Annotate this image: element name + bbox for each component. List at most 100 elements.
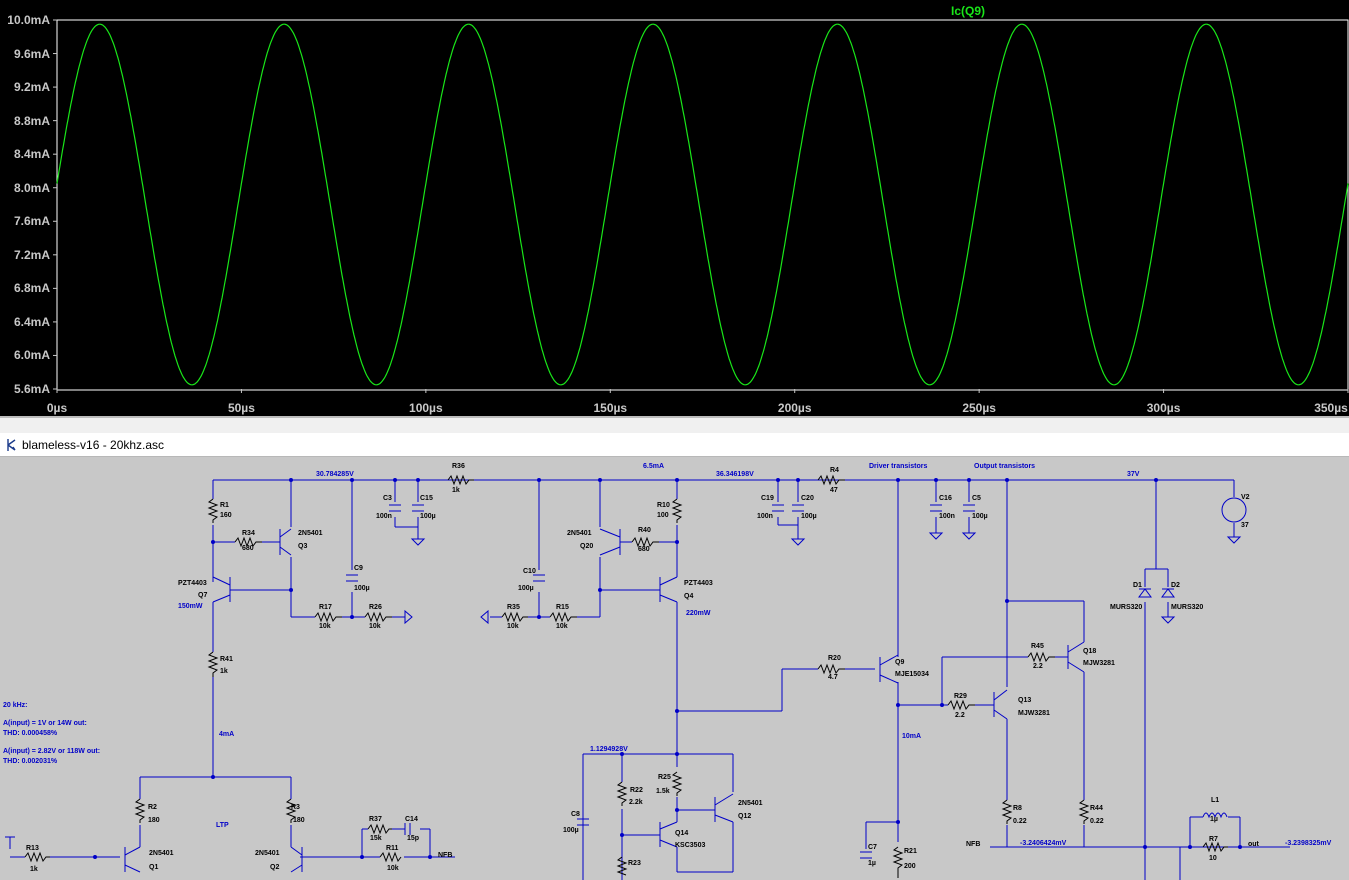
component-q20-value[interactable]: Q20 bbox=[580, 543, 593, 550]
component-c8-value[interactable]: 100µ bbox=[563, 827, 579, 834]
component-q18-name[interactable]: Q18 bbox=[1083, 648, 1096, 655]
component-c20-value[interactable]: 100µ bbox=[801, 513, 817, 520]
component-r34-name[interactable]: R34 bbox=[242, 530, 255, 537]
component-r8-name[interactable]: R8 bbox=[1013, 805, 1022, 812]
component-q1-name[interactable]: 2N5401 bbox=[149, 850, 174, 857]
component-r11-name[interactable]: R11 bbox=[386, 845, 399, 852]
component-r22-name[interactable]: R22 bbox=[630, 787, 643, 794]
component-c7-value[interactable]: 1µ bbox=[868, 860, 876, 867]
component-c3-value[interactable]: 100n bbox=[376, 513, 392, 520]
component-c9-value[interactable]: 100µ bbox=[354, 585, 370, 592]
component-r3-name[interactable]: R3 bbox=[291, 804, 300, 811]
component-d1-name[interactable]: D1 bbox=[1133, 582, 1142, 589]
component-r22-value[interactable]: 2.2k bbox=[629, 799, 643, 806]
component-c7-name[interactable]: C7 bbox=[868, 844, 877, 851]
component-r37-value[interactable]: 15k bbox=[370, 835, 382, 842]
component-v2-name[interactable]: V2 bbox=[1241, 494, 1250, 501]
component-v2-value[interactable]: 37 bbox=[1241, 522, 1249, 529]
component-r37-name[interactable]: R37 bbox=[369, 816, 382, 823]
component-r41-value[interactable]: 1k bbox=[220, 668, 228, 675]
component-c10-name[interactable]: C10 bbox=[523, 568, 536, 575]
component-q9-value[interactable]: MJE15034 bbox=[895, 671, 929, 678]
component-q12-value[interactable]: Q12 bbox=[738, 813, 751, 820]
component-r2-value[interactable]: 180 bbox=[148, 817, 160, 824]
component-r11-value[interactable]: 10k bbox=[387, 865, 399, 872]
component-q9-name[interactable]: Q9 bbox=[895, 659, 904, 666]
component-r44-name[interactable]: R44 bbox=[1090, 805, 1103, 812]
component-q3-value[interactable]: Q3 bbox=[298, 543, 307, 550]
component-r29-name[interactable]: R29 bbox=[954, 693, 967, 700]
component-r26-value[interactable]: 10k bbox=[369, 623, 381, 630]
component-c15-name[interactable]: C15 bbox=[420, 495, 433, 502]
component-r35-value[interactable]: 10k bbox=[507, 623, 519, 630]
component-d2-value[interactable]: MURS320 bbox=[1171, 604, 1203, 611]
component-c15-value[interactable]: 100µ bbox=[420, 513, 436, 520]
component-r23-name[interactable]: R23 bbox=[628, 860, 641, 867]
component-r1-name[interactable]: R1 bbox=[220, 502, 229, 509]
component-r34-value[interactable]: 680 bbox=[242, 545, 254, 552]
component-l1-name[interactable]: L1 bbox=[1211, 797, 1219, 804]
component-r35-name[interactable]: R35 bbox=[507, 604, 520, 611]
component-q1-value[interactable]: Q1 bbox=[149, 864, 158, 871]
component-r1-value[interactable]: 160 bbox=[220, 512, 232, 519]
schematic-canvas[interactable]: 30.784285V 6.5mA 36.346198V Driver trans… bbox=[0, 457, 1349, 880]
component-l1-value[interactable]: 1µ bbox=[1210, 816, 1218, 823]
component-r44-value[interactable]: 0.22 bbox=[1090, 818, 1104, 825]
component-r45-name[interactable]: R45 bbox=[1031, 643, 1044, 650]
component-c5-value[interactable]: 100µ bbox=[972, 513, 988, 520]
component-r3-value[interactable]: 180 bbox=[293, 817, 305, 824]
component-r26-name[interactable]: R26 bbox=[369, 604, 382, 611]
trace-label[interactable]: Ic(Q9) bbox=[950, 4, 986, 18]
component-r36-value[interactable]: 1k bbox=[452, 487, 460, 494]
component-r4-name[interactable]: R4 bbox=[830, 467, 839, 474]
component-r21-name[interactable]: R21 bbox=[904, 848, 917, 855]
component-r13-value[interactable]: 1k bbox=[30, 866, 38, 873]
component-d2-name[interactable]: D2 bbox=[1171, 582, 1180, 589]
component-q4-value[interactable]: Q4 bbox=[684, 593, 693, 600]
component-c3-name[interactable]: C3 bbox=[383, 495, 392, 502]
component-r36-name[interactable]: R36 bbox=[452, 463, 465, 470]
component-q14-name[interactable]: Q14 bbox=[675, 830, 688, 837]
component-r2-name[interactable]: R2 bbox=[148, 804, 157, 811]
component-q14-value[interactable]: KSC3503 bbox=[675, 842, 705, 849]
component-r25-value[interactable]: 1.5k bbox=[656, 788, 670, 795]
component-q4-name[interactable]: PZT4403 bbox=[684, 580, 713, 587]
component-c8-name[interactable]: C8 bbox=[571, 811, 580, 818]
component-r15-name[interactable]: R15 bbox=[556, 604, 569, 611]
component-q7-value[interactable]: Q7 bbox=[198, 592, 207, 599]
component-r40-value[interactable]: 680 bbox=[638, 546, 650, 553]
pane-splitter[interactable] bbox=[0, 416, 1349, 433]
component-r20-value[interactable]: 4.7 bbox=[828, 674, 838, 681]
component-c16-value[interactable]: 100n bbox=[939, 513, 955, 520]
component-c19-value[interactable]: 100n bbox=[757, 513, 773, 520]
component-q20-name[interactable]: 2N5401 bbox=[567, 530, 592, 537]
component-r4-value[interactable]: 47 bbox=[830, 487, 838, 494]
component-r10-value[interactable]: 100 bbox=[657, 512, 669, 519]
component-r15-value[interactable]: 10k bbox=[556, 623, 568, 630]
component-r13-name[interactable]: R13 bbox=[26, 845, 39, 852]
component-r17-name[interactable]: R17 bbox=[319, 604, 332, 611]
component-c14-value[interactable]: 15p bbox=[407, 835, 419, 842]
component-q2-value[interactable]: Q2 bbox=[270, 864, 279, 871]
trace-ic-q9[interactable] bbox=[56, 23, 1349, 386]
component-c5-name[interactable]: C5 bbox=[972, 495, 981, 502]
component-r8-value[interactable]: 0.22 bbox=[1013, 818, 1027, 825]
component-q7-name[interactable]: PZT4403 bbox=[178, 580, 207, 587]
component-q13-value[interactable]: MJW3281 bbox=[1018, 710, 1050, 717]
component-c14-name[interactable]: C14 bbox=[405, 816, 418, 823]
component-q12-name[interactable]: 2N5401 bbox=[738, 800, 763, 807]
component-r41-name[interactable]: R41 bbox=[220, 656, 233, 663]
component-d1-value[interactable]: MURS320 bbox=[1110, 604, 1142, 611]
component-r17-value[interactable]: 10k bbox=[319, 623, 331, 630]
component-q2-name[interactable]: 2N5401 bbox=[255, 850, 280, 857]
component-r20-name[interactable]: R20 bbox=[828, 655, 841, 662]
component-q18-value[interactable]: MJW3281 bbox=[1083, 660, 1115, 667]
component-c20-name[interactable]: C20 bbox=[801, 495, 814, 502]
component-r29-value[interactable]: 2.2 bbox=[955, 712, 965, 719]
component-c10-value[interactable]: 100µ bbox=[518, 585, 534, 592]
waveform-canvas[interactable] bbox=[0, 0, 1349, 416]
component-q3-name[interactable]: 2N5401 bbox=[298, 530, 323, 537]
component-r25-name[interactable]: R25 bbox=[658, 774, 671, 781]
component-c16-name[interactable]: C16 bbox=[939, 495, 952, 502]
